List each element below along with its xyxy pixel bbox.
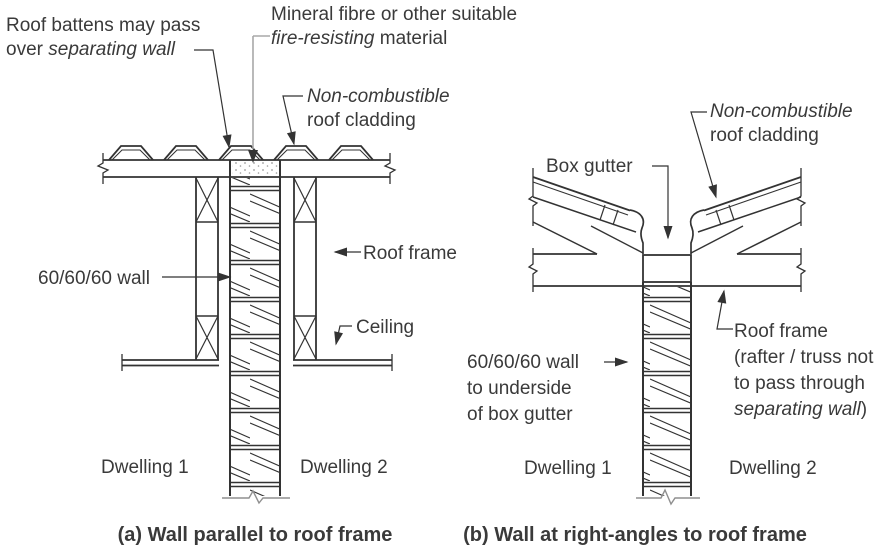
- label-roof-frame-b-line3: to pass through: [734, 373, 865, 394]
- separating-wall-b-edges: [642, 282, 692, 496]
- separating-wall-b-hatch: [643, 287, 691, 496]
- label-roof-battens-line1: Roof battens may pass: [6, 15, 201, 36]
- left-rafter-top: [532, 196, 637, 233]
- leader-cladding-b: [690, 111, 717, 199]
- leader-box-gutter: [652, 165, 673, 240]
- label-roof-frame-b: Roof frame (rafter / truss not to pass t…: [734, 319, 873, 423]
- right-rafter-underside: [736, 221, 802, 255]
- label-dwelling2-b: Dwelling 2: [729, 458, 817, 479]
- right-rafter-top: [697, 196, 802, 233]
- separating-wall-edges: [229, 160, 281, 496]
- band-break-left: [96, 153, 110, 184]
- label-cladding-b-line1: Non-combustible: [710, 101, 853, 122]
- roof-batten-band: [103, 159, 390, 178]
- box-gutter-left-lip: [629, 209, 645, 254]
- label-cladding-b: Non-combustible roof cladding: [710, 100, 853, 148]
- label-wall-b-line3: of box gutter: [467, 404, 573, 425]
- wall-bottom-break-b: [636, 488, 700, 506]
- label-box-gutter: Box gutter: [546, 156, 633, 177]
- leader-roof-battens: [194, 49, 232, 149]
- label-mineral-fibre-line2: fire-resisting material: [271, 28, 448, 49]
- left-batten-ticks: [599, 204, 619, 226]
- label-roof-frame-b-line2: (rafter / truss not: [734, 347, 874, 368]
- leader-mineral-fibre: [252, 35, 270, 149]
- label-wall-b-line2: to underside: [467, 378, 572, 399]
- label-roof-battens-line2: over separating wall: [6, 39, 175, 60]
- panel-a-drawing: [96, 35, 397, 505]
- leader-roof-frame-b: [716, 289, 733, 330]
- label-cladding-a-line1: Non-combustible: [307, 86, 450, 107]
- left-rafter-underside: [532, 221, 598, 255]
- label-roof-battens: Roof battens may pass over separating wa…: [6, 14, 200, 62]
- left-cladding: [532, 176, 631, 212]
- label-cladding-a: Non-combustible roof cladding: [307, 85, 450, 133]
- label-wall-a: 60/60/60 wall: [38, 268, 150, 289]
- corrugated-cladding-outer: [108, 145, 374, 161]
- roof-break-left: [527, 168, 539, 226]
- roof-break-right: [795, 168, 807, 226]
- label-dwelling1-a: Dwelling 1: [101, 457, 189, 478]
- label-dwelling2-a: Dwelling 2: [300, 457, 388, 478]
- right-cladding: [703, 176, 802, 212]
- leader-ceiling: [334, 325, 352, 346]
- caption-panel-b: (b) Wall at right-angles to roof frame: [463, 524, 807, 546]
- label-mineral-fibre-line1: Mineral fibre or other suitable: [271, 4, 518, 25]
- label-mineral-fibre: Mineral fibre or other suitable fire-res…: [271, 3, 517, 51]
- separating-wall-hatch: [230, 178, 280, 496]
- caption-panel-a: (a) Wall parallel to roof frame: [117, 524, 393, 546]
- leader-mineral-fibre-arrowhead: [248, 150, 258, 163]
- wall-top-plate-block: [642, 254, 692, 283]
- ceiling-end-ticks: [121, 354, 393, 371]
- right-batten-ticks: [715, 204, 735, 226]
- right-cladding-inner: [705, 181, 802, 216]
- roof-frame-cross-bracing: [195, 177, 317, 360]
- label-cladding-b-line2: roof cladding: [710, 125, 819, 146]
- wall-bottom-break: [222, 489, 290, 505]
- corrugated-cladding-inner: [111, 149, 371, 161]
- label-roof-frame-b-line1: Roof frame: [734, 321, 828, 342]
- label-roof-frame-a: Roof frame: [363, 243, 457, 264]
- right-strut: [690, 225, 744, 254]
- label-cladding-a-line2: roof cladding: [307, 110, 416, 131]
- leader-cladding-a: [282, 95, 303, 146]
- label-dwelling1-b: Dwelling 1: [524, 458, 612, 479]
- label-wall-b-line1: 60/60/60 wall: [467, 352, 579, 373]
- mineral-fibre-packing: [232, 162, 278, 176]
- left-strut: [590, 225, 644, 254]
- label-ceiling: Ceiling: [356, 317, 415, 338]
- band-break-left-b: [527, 248, 539, 292]
- label-roof-frame-b-line4: separating wall): [734, 399, 868, 420]
- label-wall-b: 60/60/60 wall to underside of box gutter: [467, 350, 579, 428]
- box-gutter-right-lip: [689, 209, 705, 254]
- ceiling-lines: [122, 359, 392, 367]
- roof-frame-noggins: [196, 221, 316, 317]
- roof-frame-studs: [195, 177, 317, 360]
- band-break-right-b: [795, 248, 807, 292]
- panel-b-drawing: [527, 111, 807, 506]
- left-cladding-inner: [532, 181, 629, 216]
- band-break-right: [383, 153, 397, 184]
